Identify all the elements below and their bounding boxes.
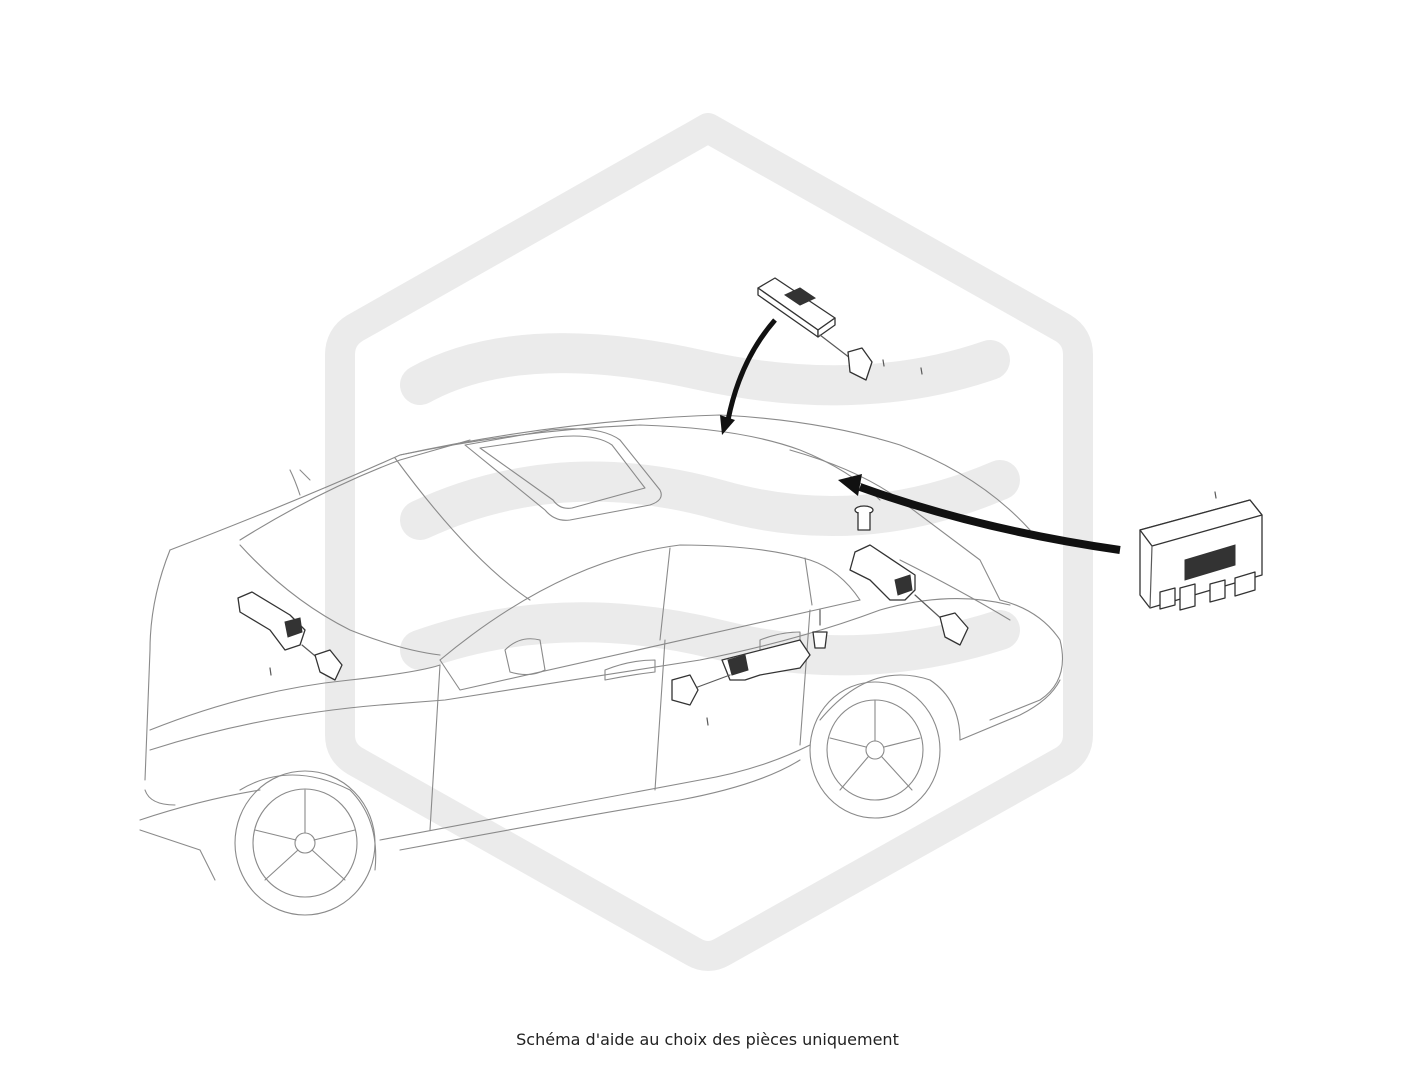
roof-antenna-module — [757, 277, 923, 381]
door-sensor-front-left — [237, 591, 343, 681]
arrow-to-body — [838, 474, 1121, 554]
door-sensor-rear-left — [671, 639, 811, 726]
watermark-logo — [325, 113, 1093, 971]
front-wheel — [234, 770, 377, 916]
rear-wheel — [809, 681, 941, 819]
door-sensor-rear-right — [849, 544, 969, 646]
arrow-to-roof — [720, 318, 777, 435]
diagram-caption: Schéma d'aide au choix des pièces unique… — [516, 1030, 899, 1049]
control-unit — [1139, 491, 1263, 611]
clip-fastener — [812, 505, 874, 649]
car-illustration — [139, 414, 1064, 916]
